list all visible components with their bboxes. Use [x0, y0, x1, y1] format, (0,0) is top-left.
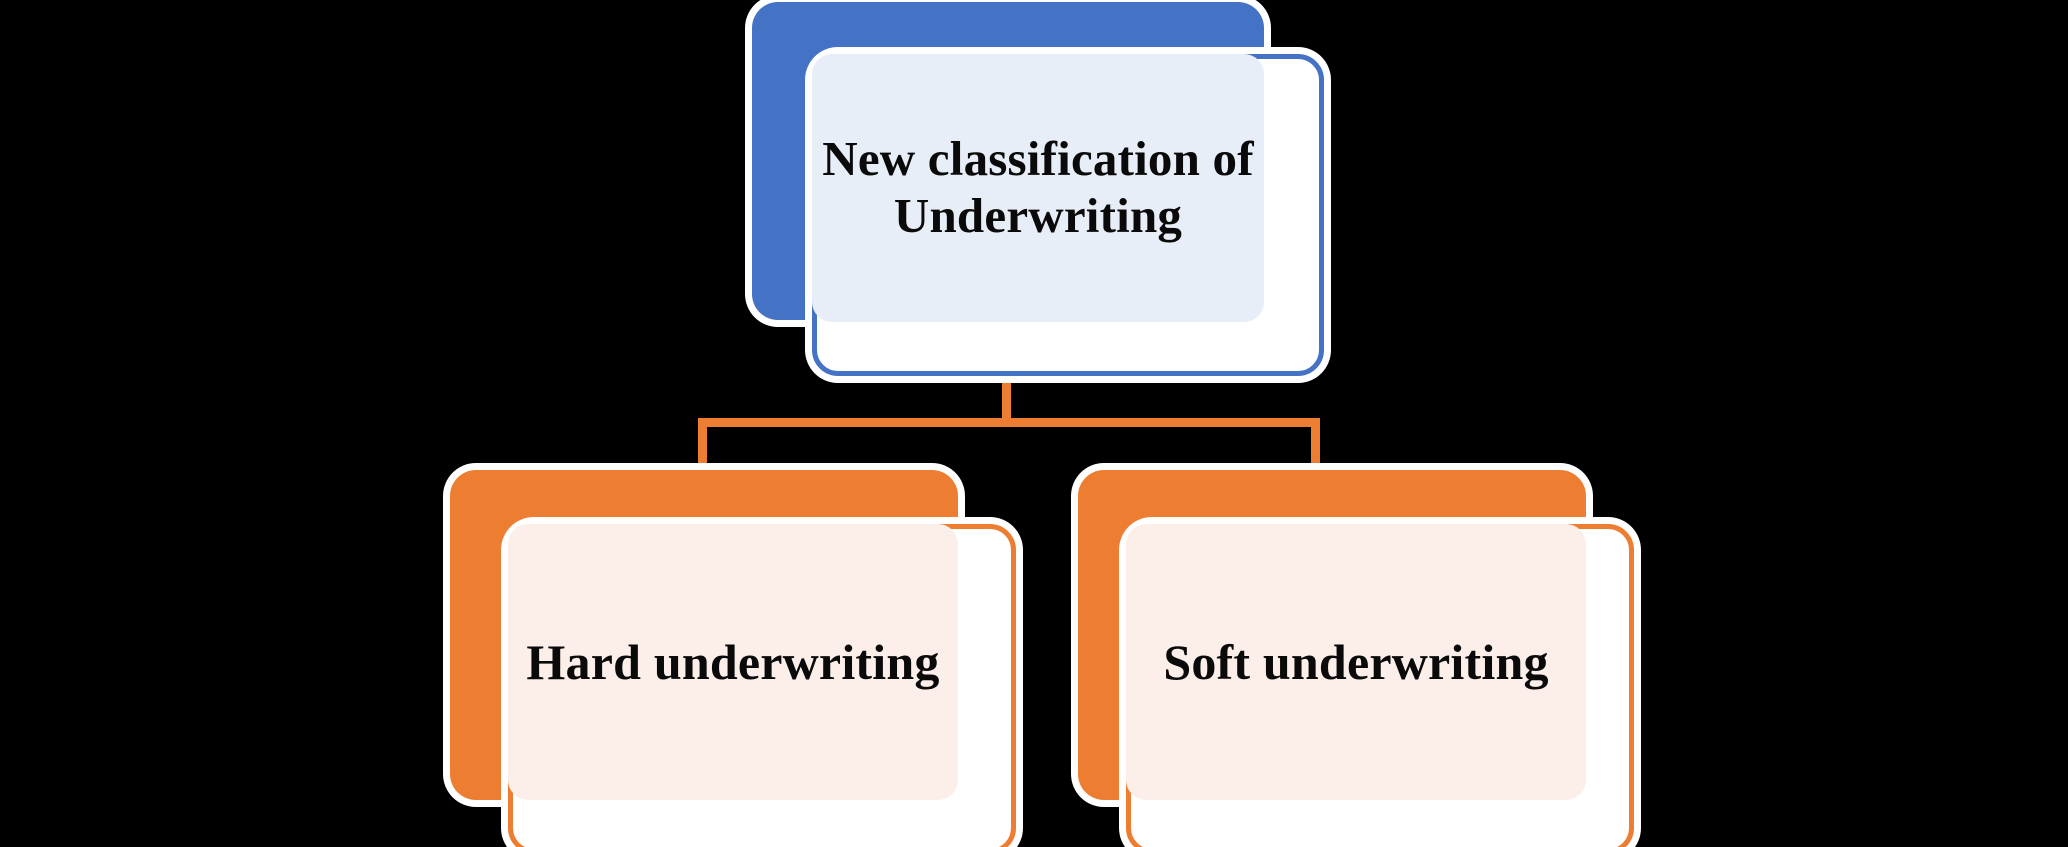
connector-root-trunk [1002, 368, 1011, 426]
node-root-text-panel: New classification of Underwriting [812, 54, 1264, 322]
node-hard-label: Hard underwriting [526, 634, 940, 690]
node-root-label: New classification of Underwriting [822, 131, 1254, 243]
connector-horizontal-bus [698, 418, 1320, 427]
node-soft-text-panel: Soft underwriting [1126, 524, 1586, 800]
connector-branch-hard [698, 418, 707, 480]
connector-branch-soft [1311, 418, 1320, 480]
node-hard-text-panel: Hard underwriting [508, 524, 958, 800]
node-soft-label: Soft underwriting [1163, 634, 1549, 690]
